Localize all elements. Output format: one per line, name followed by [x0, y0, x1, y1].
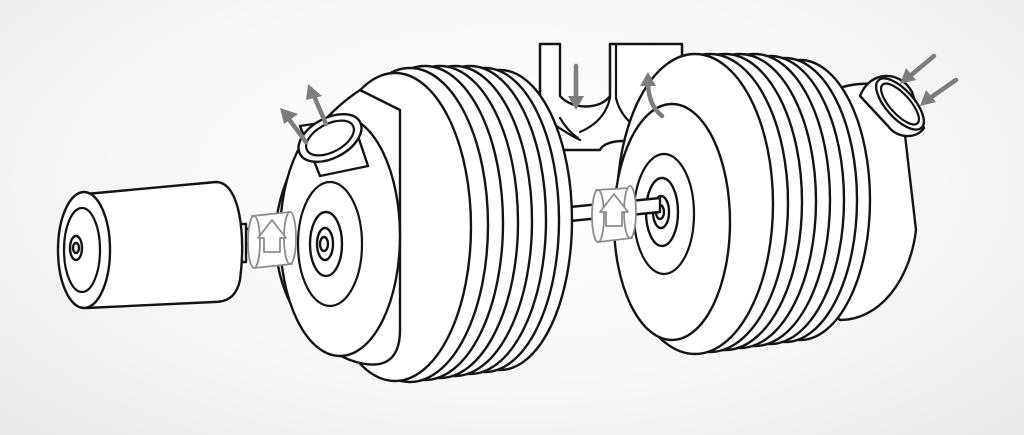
inlet-arrows	[900, 53, 959, 106]
rotation-left	[247, 211, 297, 269]
pump-right	[612, 52, 918, 356]
rotation-right	[591, 185, 637, 243]
motor	[56, 180, 248, 310]
inlet-nozzle	[858, 74, 926, 138]
outlet-arrows	[280, 84, 329, 145]
pipe-down-arrow	[568, 63, 584, 110]
outlet-nozzle	[297, 112, 370, 178]
pipe-return-arrow	[640, 72, 665, 119]
